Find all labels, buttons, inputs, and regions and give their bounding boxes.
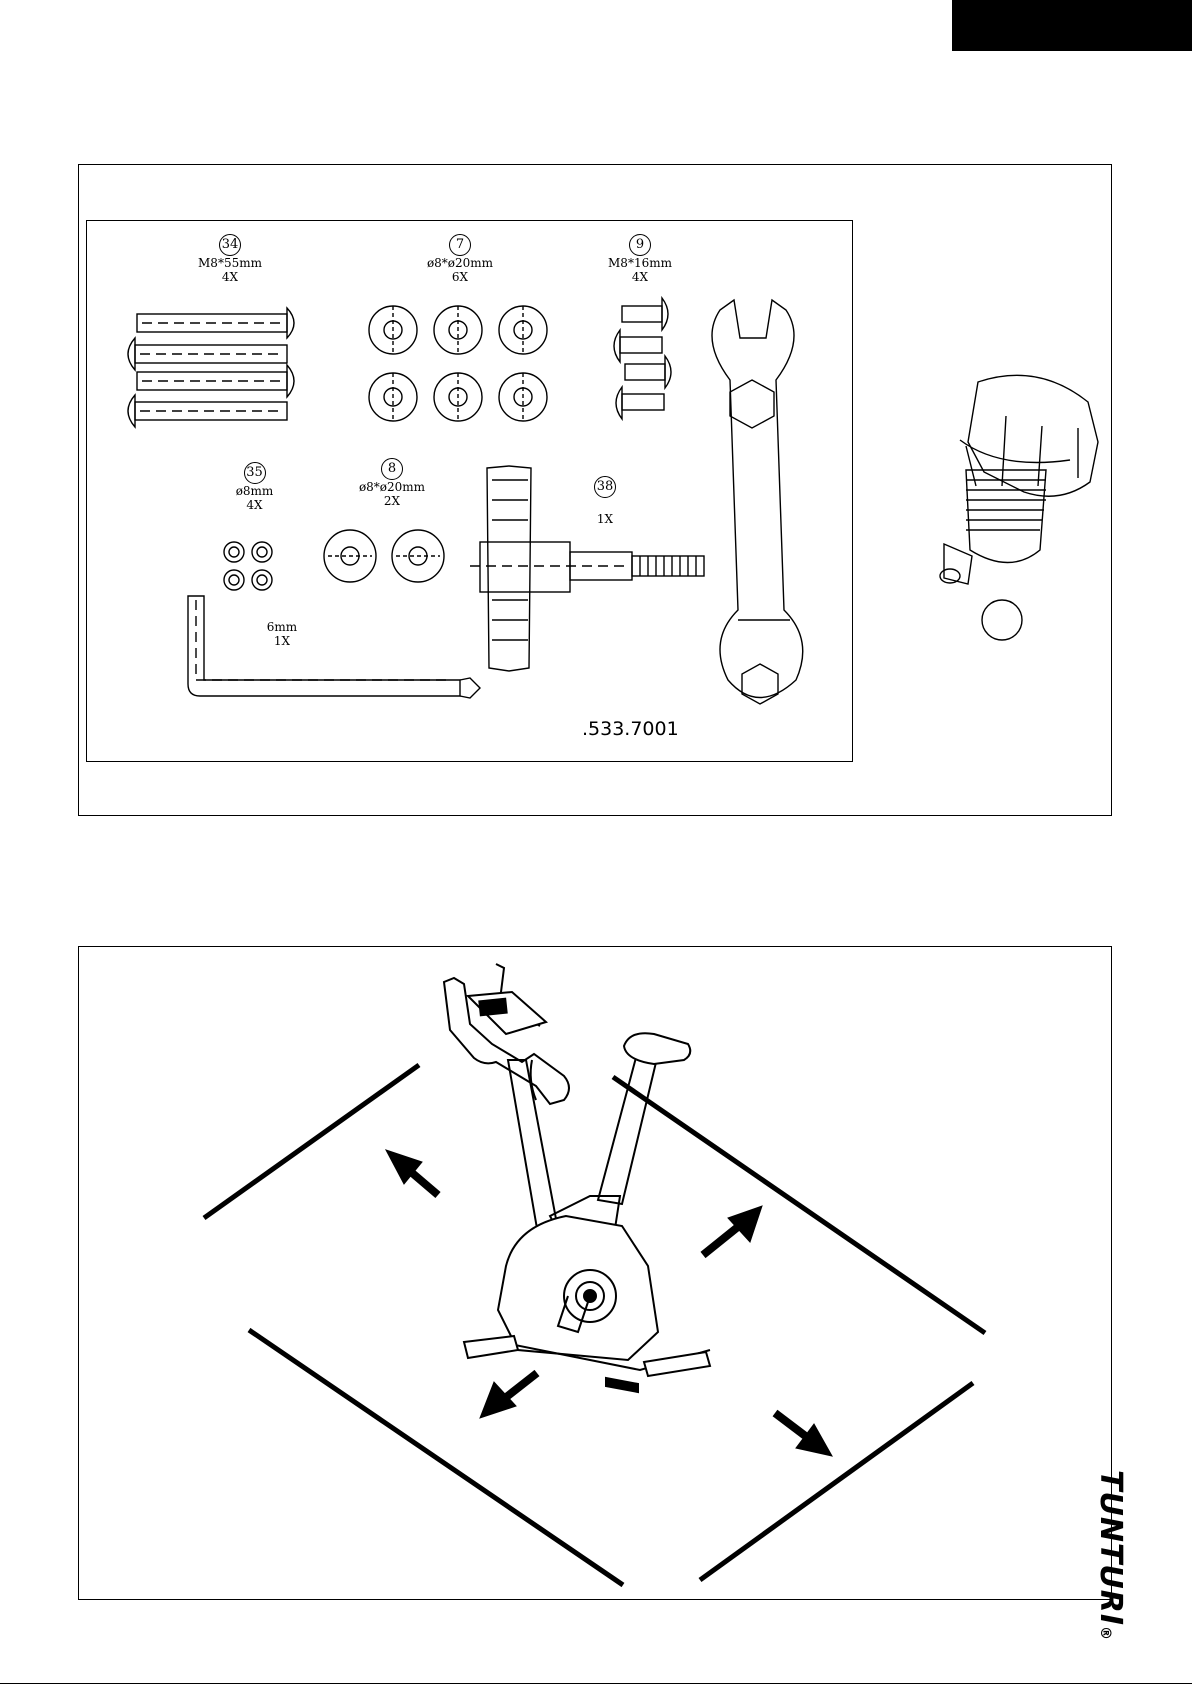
tunturi-logo: TUNTURI® [1093, 1470, 1128, 1641]
exercise-bike [444, 964, 710, 1392]
bottom-rule [0, 1683, 1192, 1684]
